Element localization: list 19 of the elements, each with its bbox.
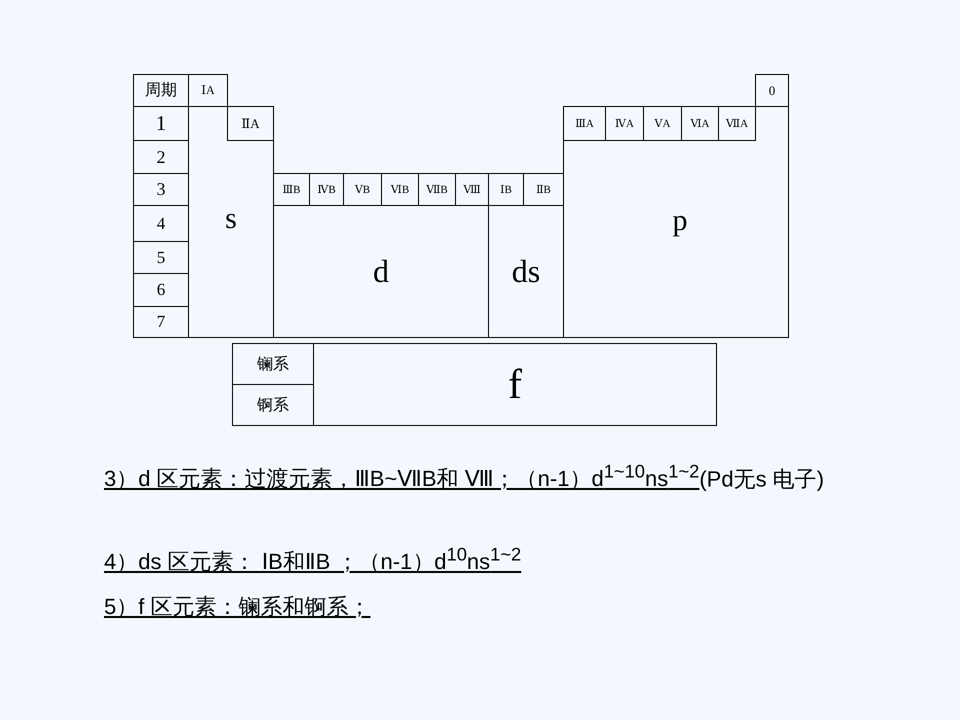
group-header-cell: ⅦA — [718, 106, 756, 141]
series-label-cell: 镧系 — [232, 343, 314, 385]
note-text: 5）f 区元素：镧系和锕系； — [104, 594, 370, 619]
p-block: p — [563, 139, 789, 338]
note-text: 3）d 区元素：过渡元素，ⅢB~ⅦB和 Ⅷ；（n-1）d$^{1~10}$ns$^{1~2}$ — [104, 466, 700, 492]
s-block: s — [188, 139, 274, 338]
period-header-cell: 周期 — [133, 74, 189, 107]
f-block: f — [313, 343, 717, 426]
group-header-cell: ⅤA — [643, 106, 682, 141]
series-label-cell: 锕系 — [232, 384, 314, 426]
group-header-cell: ⅥA — [681, 106, 719, 141]
group-header-cell: ⅡA — [227, 106, 274, 141]
period-number-cell: 7 — [133, 306, 189, 338]
group-header-cell: ⅢA — [563, 106, 606, 141]
group-header-cell: ⅣA — [605, 106, 644, 141]
note-text: 4）ds 区元素： ⅠB和ⅡB ；（n-1）d$^{10}$ns$^{1~2}$ — [104, 549, 522, 574]
period-number-cell: 1 — [133, 106, 189, 141]
group-header-cell: 0 — [755, 74, 789, 107]
group-header-cell: ⅠA — [188, 74, 228, 107]
